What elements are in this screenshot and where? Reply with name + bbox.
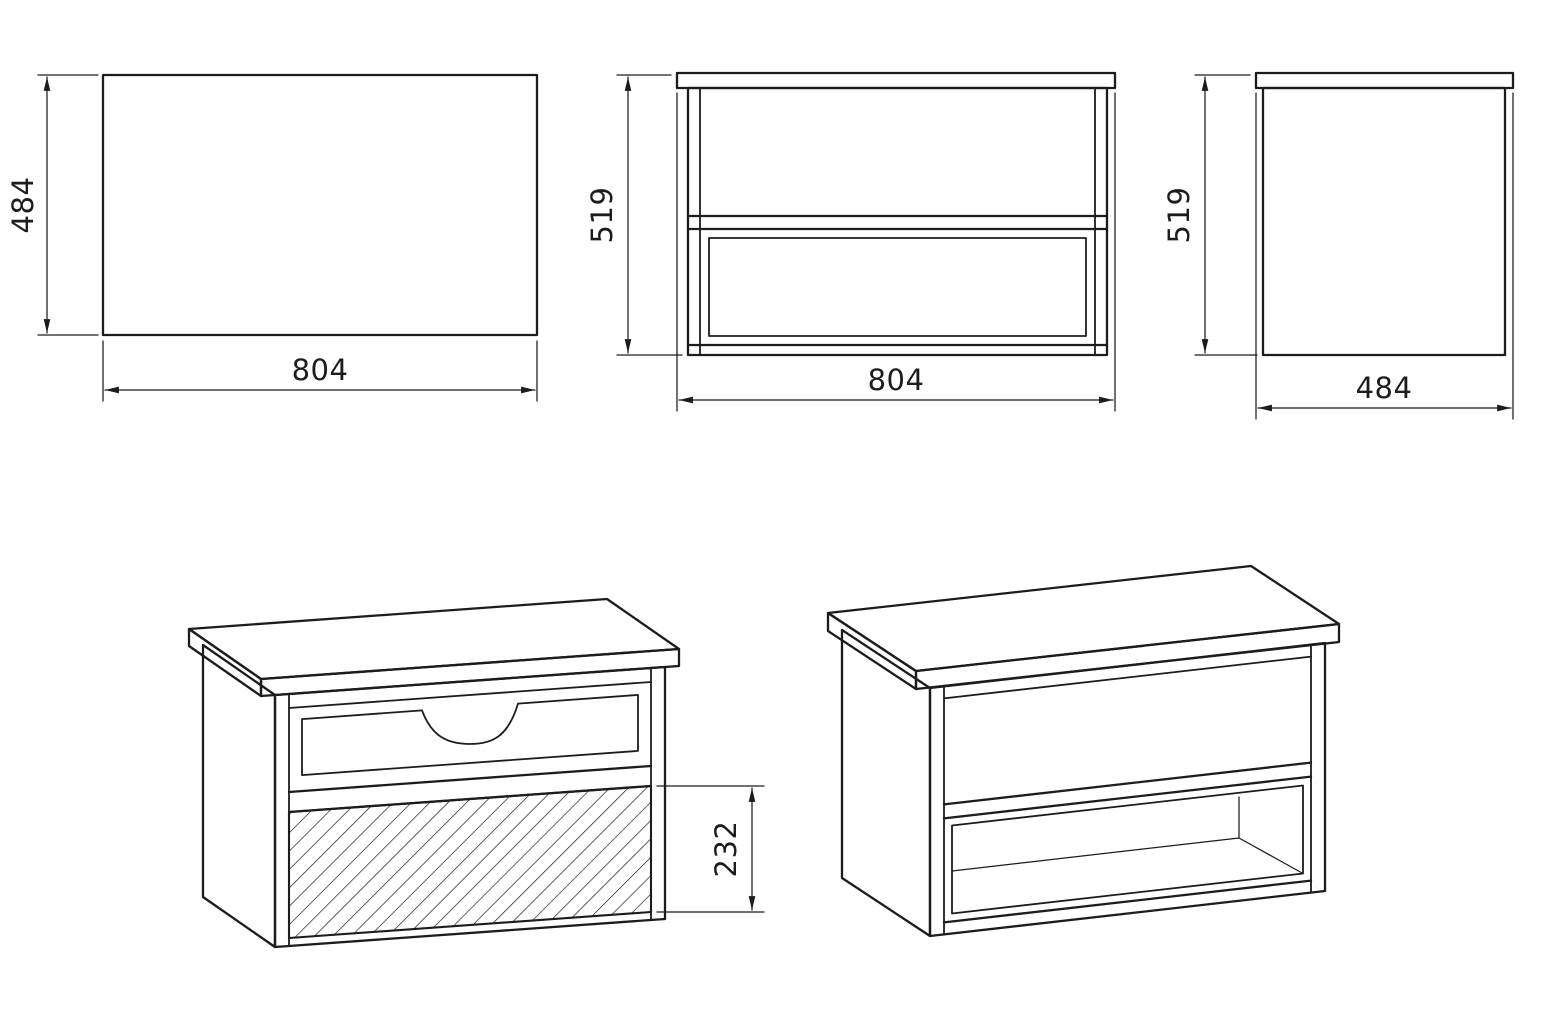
tray-panel-with-handle-cutout: [301, 694, 639, 776]
dim-label-front-width: 804: [868, 363, 925, 397]
countertop-side-edge: [187, 627, 263, 698]
shelf-front-top-line: [287, 764, 653, 794]
top-rail-line: [943, 655, 1312, 700]
countertop-front-edge: [259, 647, 681, 698]
drawer-height-dimension: 232: [656, 785, 765, 913]
shelf-floor-back-edge: [951, 837, 1240, 872]
inner-wall-bottom-edge: [1238, 837, 1304, 875]
iso-front-right-view: [826, 564, 1341, 938]
dim-label-drawer-height: 232: [709, 821, 743, 878]
front-view-width-dimension: 804: [676, 92, 1116, 412]
dim-label-side-width: 484: [1356, 371, 1413, 405]
cabinet-side-panel: [201, 643, 277, 949]
front-view-height-dimension: 519: [585, 74, 683, 356]
cabinet-front-face: [273, 665, 667, 949]
cabinet-body-outline: [686, 86, 1109, 357]
top-view-height-dimension: 484: [6, 74, 99, 336]
cabinet-front-face: [928, 641, 1327, 938]
top-view-outline: [101, 73, 539, 337]
iso-front-left-view: 232: [187, 597, 765, 949]
dim-label-top-width: 804: [292, 353, 349, 387]
countertop-side-edge: [826, 611, 918, 691]
cabinet-body-outline: [1261, 86, 1507, 357]
shelf-front-bottom-line: [942, 775, 1313, 820]
bottom-rail-line: [942, 879, 1313, 924]
countertop-top-face: [826, 564, 1341, 673]
shelf-front-top-line: [942, 761, 1313, 806]
top-rail-line: [288, 681, 652, 709]
dim-label-side-height: 519: [1162, 187, 1196, 244]
shelf-frame-inner: [951, 784, 1304, 915]
shelf-frame-inner: [708, 237, 1087, 337]
top-view: 484 804: [6, 73, 539, 402]
countertop-front-edge: [914, 622, 1341, 691]
dim-label-top-height: 484: [6, 177, 40, 234]
countertop: [1254, 71, 1515, 90]
side-view: 519 484: [1162, 71, 1515, 420]
front-view: 519 804: [585, 71, 1117, 412]
top-view-width-dimension: 804: [102, 340, 538, 402]
side-view-height-dimension: 519: [1162, 74, 1258, 356]
hatched-drawer-front: [287, 784, 653, 940]
side-view-width-dimension: 484: [1255, 92, 1514, 420]
dim-label-front-height: 519: [585, 187, 619, 244]
countertop: [675, 71, 1117, 90]
